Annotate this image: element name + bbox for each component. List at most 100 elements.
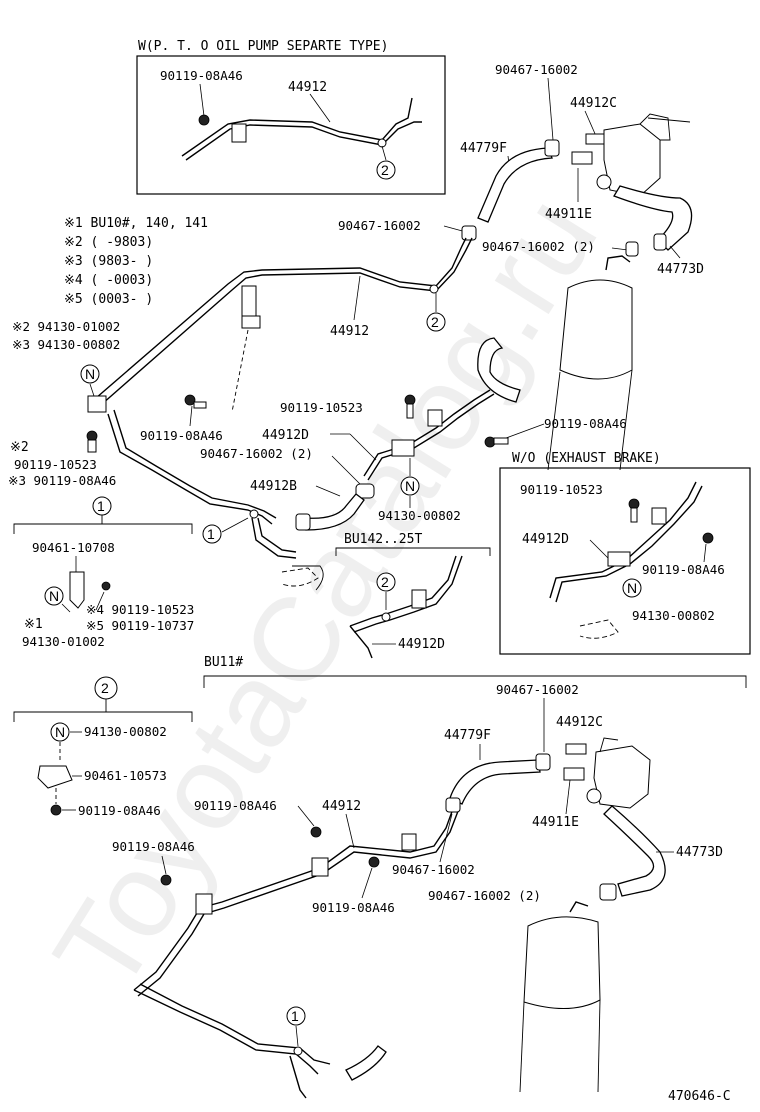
bu11-hose-label: 44779F	[444, 728, 491, 743]
main-pipe-top: 44912 2 N ※2 90119-10523 ※3 90119-08A46 …	[8, 237, 473, 525]
callout-n: N	[405, 478, 415, 494]
note-5: ※5 (0003- )	[64, 292, 153, 307]
hose-right-label: 44773D	[657, 262, 704, 277]
callout-2: 2	[381, 574, 389, 590]
grommet-note-2: ※2 94130-01002	[12, 319, 120, 334]
callout-1-icon	[202, 524, 222, 544]
pto-bolt-label: 90119-08A46	[160, 68, 243, 83]
grommet-n-icon	[50, 722, 70, 742]
pipe-d-label: 44912D	[262, 428, 309, 443]
clip-icon	[544, 139, 560, 157]
top-right-assembly: 90467-16002 44912C 44779F 44911E 44773D …	[338, 62, 704, 471]
hose-b-label: 44912B	[250, 479, 297, 494]
bolt-icon	[101, 581, 111, 591]
wo-grom-label: 94130-00802	[632, 608, 715, 623]
callout-1: 1	[207, 526, 215, 542]
detail-1-bolt-5-label: ※5 90119-10737	[86, 618, 194, 633]
bu11-valve-label: 44912C	[556, 715, 603, 730]
detail-2-grommet-label: 94130-00802	[84, 724, 167, 739]
detail-1-note: ※1	[24, 617, 43, 632]
bu11-pipe-label: 44912	[322, 799, 361, 814]
bolt-right-mid-label: 90119-08A46	[544, 416, 627, 431]
callout-1-icon	[286, 1006, 306, 1026]
bu142-pipe-label: 44912D	[398, 637, 445, 652]
bolt-note-2-num: 90119-10523	[14, 457, 97, 472]
bolt-note-3: ※3 90119-08A46	[8, 473, 116, 488]
bolt-icon	[310, 826, 322, 838]
detail-1-bracket-label: 90461-10708	[32, 540, 115, 555]
main-pipe-label: 44912	[330, 324, 369, 339]
clip-mid-label: 90467-16002	[338, 218, 421, 233]
bolt-left-mid-label: 90119-08A46	[140, 428, 223, 443]
wo-box: W/O (EXHAUST BRAKE) 90119-10523 44912D 9…	[499, 451, 751, 655]
detail-2: 2 N 94130-00802 90461-10573 90119-08A46	[13, 676, 193, 818]
bolt-icon	[50, 804, 62, 816]
notes: ※1 BU10#, 140, 141 ※2 ( -9803) ※3 (9803-…	[12, 216, 208, 352]
clip-mid-2-label: 90467-16002 (2)	[200, 446, 313, 461]
bu11-clip-a-label: 90467-16002	[496, 682, 579, 697]
callout-n: N	[49, 588, 59, 604]
detail-1-grommet-label: 94130-01002	[22, 634, 105, 649]
callout-n: N	[627, 580, 637, 596]
wo-bolt-b-label: 90119-08A46	[642, 562, 725, 577]
bu142-detail: BU142..25T 2 44912D	[335, 532, 491, 659]
wo-title: W/O (EXHAUST BRAKE)	[512, 451, 661, 466]
valve-label: 44912C	[570, 96, 617, 111]
bolt-icon	[702, 532, 714, 544]
union-label: 44911E	[545, 207, 592, 222]
clamp-1-area: 1	[202, 509, 324, 591]
bu11-union-label: 44911E	[532, 815, 579, 830]
note-1: ※1 BU10#, 140, 141	[64, 216, 208, 231]
note-4: ※4 ( -0003)	[64, 273, 153, 288]
bu11-section: BU11# 90467-16002 44912C 44779F 44911E 4…	[112, 655, 747, 1099]
callout-n: N	[85, 366, 95, 382]
bu142-title: BU142..25T	[344, 532, 422, 547]
bolt-icon	[368, 856, 380, 868]
detail-1-bolt-4-label: ※4 90119-10523	[86, 602, 194, 617]
bu11-title: BU11#	[204, 655, 243, 670]
bolt-icon	[160, 874, 172, 886]
bu11-clip-c-label: 90467-16002 (2)	[428, 888, 541, 903]
bu11-bolt-b-label: 90119-08A46	[312, 900, 395, 915]
callout-2-icon	[376, 160, 396, 180]
grommet-center-label: 94130-00802	[378, 508, 461, 523]
clip-label: 90467-16002	[495, 62, 578, 77]
pto-box: W(P. T. O OIL PUMP SEPARTE TYPE) 90119-0…	[136, 39, 446, 195]
pto-title: W(P. T. O OIL PUMP SEPARTE TYPE)	[138, 39, 388, 54]
bu11-clip-b-label: 90467-16002	[392, 862, 475, 877]
callout-2: 2	[101, 680, 109, 696]
reference-number: 470646-C	[668, 1089, 731, 1104]
bolt-note-2: ※2	[10, 440, 29, 455]
bolt-icon	[198, 114, 210, 126]
grommet-n-icon	[80, 364, 100, 384]
wo-bolt-a-label: 90119-10523	[520, 482, 603, 497]
detail-2-bracket-label: 90461-10573	[84, 768, 167, 783]
detail-1: 1 90461-10708 N ※4 90119-10523 ※5 90119-…	[13, 496, 194, 649]
callout-1: 1	[291, 1008, 299, 1024]
grommet-n-icon	[44, 586, 64, 606]
callout-2: 2	[431, 314, 439, 330]
grommet-note-3: ※3 94130-00802	[12, 337, 120, 352]
callout-n: N	[55, 724, 65, 740]
note-3: ※3 (9803- )	[64, 254, 153, 269]
callout-2: 2	[381, 162, 389, 178]
grommet-n-icon	[622, 578, 642, 598]
pto-pipe-label: 44912	[288, 80, 327, 95]
bolt-icon	[184, 394, 196, 406]
bolt-center-label: 90119-10523	[280, 400, 363, 415]
callout-2-icon	[426, 312, 446, 332]
center-detail: 90119-10523 44912D 90467-16002 (2) N 941…	[200, 337, 627, 531]
callout-2-icon	[376, 572, 396, 592]
note-2: ※2 ( -9803)	[64, 235, 153, 250]
clip-2-label: 90467-16002 (2)	[482, 239, 595, 254]
bracket-icon	[87, 395, 107, 413]
grommet-n-icon	[400, 476, 420, 496]
callout-1: 1	[97, 498, 105, 514]
wo-pipe-label: 44912D	[522, 532, 569, 547]
hose-label: 44779F	[460, 141, 507, 156]
detail-2-bolt-label: 90119-08A46	[78, 803, 161, 818]
bu11-hose-right-label: 44773D	[676, 845, 723, 860]
bu11-bolt-c-label: 90119-08A46	[112, 839, 195, 854]
bolt-icon	[585, 133, 605, 145]
